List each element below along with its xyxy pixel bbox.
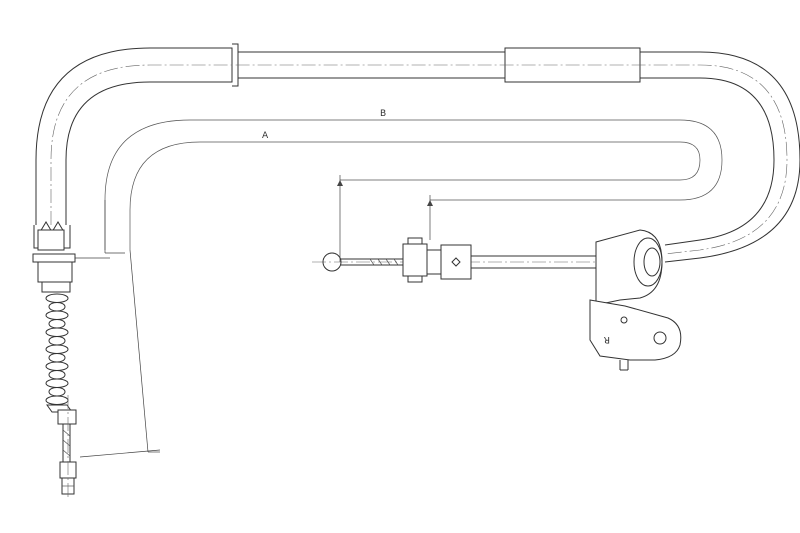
- inner-cable-route: [104, 119, 723, 250]
- bellows-rib: [48, 319, 66, 329]
- adjuster-rod: [312, 237, 600, 283]
- left-end-fitting: [32, 221, 76, 293]
- bellows-rib: [45, 395, 69, 405]
- rod-eye: [322, 252, 342, 272]
- cable-sheath: [35, 43, 800, 263]
- bellows-rib: [45, 378, 69, 388]
- bellows-rib: [48, 353, 66, 363]
- bellows-rib: [48, 387, 66, 397]
- dimension-label-b: B: [380, 109, 386, 119]
- bellows-rib: [48, 336, 66, 346]
- dimension-label-a: A: [262, 131, 269, 141]
- bellows-rib: [45, 327, 69, 337]
- bellows-rib: [48, 370, 66, 380]
- bellows-rib: [45, 310, 69, 320]
- bellows-rib: [45, 293, 69, 303]
- mounting-bracket: [589, 229, 682, 371]
- bellows-rib: [48, 302, 66, 312]
- rubber-bellows: [45, 293, 73, 413]
- bellows-rib: [45, 361, 69, 371]
- bracket-side-mark: R: [604, 334, 610, 344]
- left-cable-end: [57, 395, 77, 500]
- bellows-rib: [45, 344, 69, 354]
- dimension-lines: [75, 175, 433, 458]
